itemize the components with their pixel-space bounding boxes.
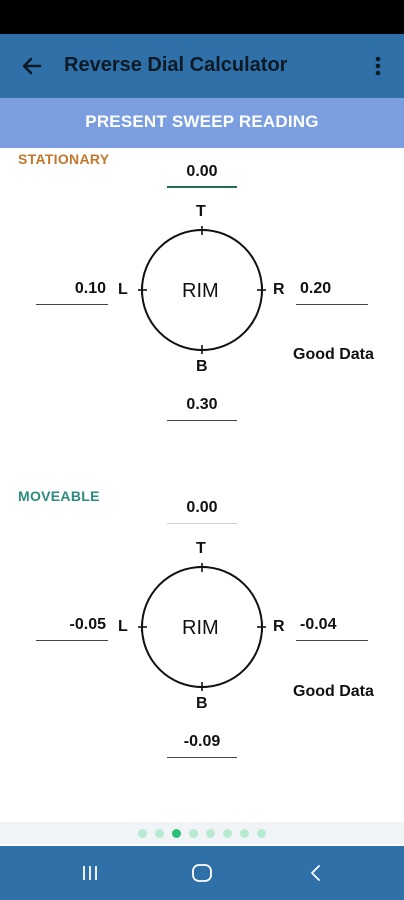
page-dot[interactable]	[189, 829, 198, 838]
app-bar: Reverse Dial Calculator	[0, 34, 404, 98]
home-icon[interactable]	[191, 863, 213, 883]
stationary-right-field[interactable]: 0.20	[296, 275, 368, 305]
dial-circle	[138, 563, 266, 691]
page-dot[interactable]	[155, 829, 164, 838]
moveable-bottom-field[interactable]: -0.09	[167, 728, 237, 758]
moveable-dial	[138, 563, 266, 691]
more-vertical-icon[interactable]	[366, 52, 390, 80]
moveable-letter-bottom: B	[196, 695, 208, 712]
stationary-letter-bottom: B	[196, 358, 208, 375]
stationary-left-field[interactable]: 0.10	[36, 275, 108, 305]
moveable-status: Good Data	[293, 683, 374, 700]
status-bar	[0, 0, 404, 34]
moveable-letter-top: T	[196, 540, 206, 557]
moveable-letter-left: L	[118, 618, 128, 635]
stationary-letter-left: L	[118, 281, 128, 298]
stationary-letter-top: T	[196, 203, 206, 220]
arrow-left-icon[interactable]	[18, 52, 46, 80]
moveable-rim-label: RIM	[182, 617, 219, 639]
nav-back-icon[interactable]	[306, 863, 326, 883]
page-dot[interactable]	[257, 829, 266, 838]
dial-circle	[138, 226, 266, 354]
stationary-letter-right: R	[273, 281, 285, 298]
moveable-left-field[interactable]: -0.05	[36, 611, 108, 641]
moveable-top-field[interactable]: 0.00	[167, 494, 237, 524]
moveable-right-field[interactable]: -0.04	[296, 611, 368, 641]
stationary-top-field[interactable]: 0.00	[167, 158, 237, 188]
page-dot[interactable]	[240, 829, 249, 838]
page-indicator	[0, 822, 404, 844]
recent-apps-icon[interactable]	[80, 863, 100, 883]
stationary-label: STATIONARY	[18, 151, 110, 167]
stationary-dial	[138, 226, 266, 354]
page-dot[interactable]	[138, 829, 147, 838]
page-dot[interactable]	[223, 829, 232, 838]
page-dot[interactable]	[206, 829, 215, 838]
moveable-letter-right: R	[273, 618, 285, 635]
sweep-banner: PRESENT SWEEP READING	[0, 98, 404, 148]
stationary-status: Good Data	[293, 346, 374, 363]
stationary-bottom-field[interactable]: 0.30	[167, 391, 237, 421]
page-dot-active[interactable]	[172, 829, 181, 838]
system-nav-bar	[0, 846, 404, 900]
moveable-label: MOVEABLE	[18, 488, 100, 504]
page-title: Reverse Dial Calculator	[64, 54, 288, 76]
stationary-rim-label: RIM	[182, 280, 219, 302]
banner-title: PRESENT SWEEP READING	[85, 112, 319, 131]
